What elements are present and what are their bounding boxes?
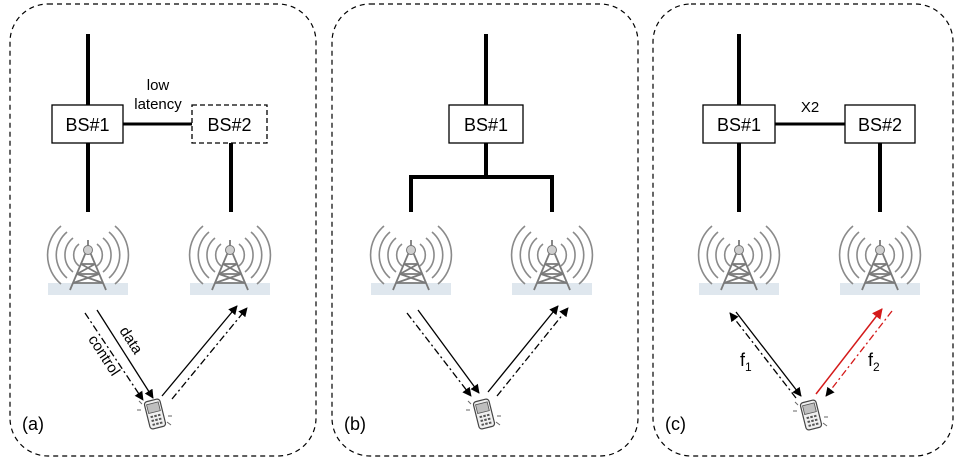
- bs1-label: BS#1: [717, 115, 761, 135]
- radio-tower-icon: [510, 225, 594, 296]
- panel-a: BS#1 low latency BS#2 data control (a): [9, 3, 317, 457]
- bs2-box: [191, 104, 268, 144]
- control-downlink-arrow: [406, 312, 472, 397]
- panel-label: (a): [22, 414, 44, 434]
- panel-b: BS#1 (b): [331, 3, 639, 457]
- data-downlink-arrow: [96, 309, 154, 399]
- red-uplink-arrow: [815, 308, 883, 395]
- radio-tower-icon: [697, 225, 781, 296]
- mobile-phone-icon: [792, 398, 829, 432]
- f2-label: f2: [868, 350, 880, 374]
- control-uplink-arrow: [729, 312, 797, 399]
- mobile-phone-icon: [465, 397, 502, 431]
- data-label: data: [116, 324, 147, 358]
- panel-c-frame: [652, 3, 954, 457]
- bs1-label: BS#1: [464, 115, 508, 135]
- panel-b-frame: [331, 3, 639, 457]
- panel-label: (b): [344, 414, 366, 434]
- bs2-label: BS#2: [858, 115, 902, 135]
- radio-tower-icon: [838, 225, 922, 296]
- bs1-box: [448, 104, 524, 144]
- link-label-low: low: [147, 77, 170, 94]
- radio-tower-icon: [369, 225, 453, 296]
- link-label-latency: latency: [134, 96, 182, 113]
- radio-tower-icon: [188, 225, 272, 296]
- bs2-box: [844, 104, 916, 144]
- panel-a-frame: [9, 3, 317, 457]
- data-downlink-arrow: [417, 309, 480, 394]
- bs2-label: BS#2: [207, 115, 251, 135]
- panel-label: (c): [665, 414, 686, 434]
- control-uplink-arrow: [171, 307, 248, 400]
- data-uplink-arrow: [161, 305, 238, 397]
- control-uplink-arrow: [496, 307, 569, 397]
- control-downlink-arrow: [84, 312, 144, 401]
- f1-label: f1: [740, 350, 752, 374]
- mobile-phone-icon: [136, 397, 173, 431]
- data-uplink-arrow: [487, 305, 559, 393]
- control-label: control: [84, 332, 123, 379]
- fronthaul-split: [409, 175, 554, 212]
- bs1-label: BS#1: [65, 115, 109, 135]
- radio-tower-icon: [46, 225, 130, 296]
- panel-c: BS#1 X2 BS#2 f1 f2 (c): [652, 3, 954, 457]
- data-downlink-arrow: [735, 311, 802, 397]
- x2-label: X2: [801, 99, 819, 116]
- red-downlink-arrow: [825, 310, 893, 397]
